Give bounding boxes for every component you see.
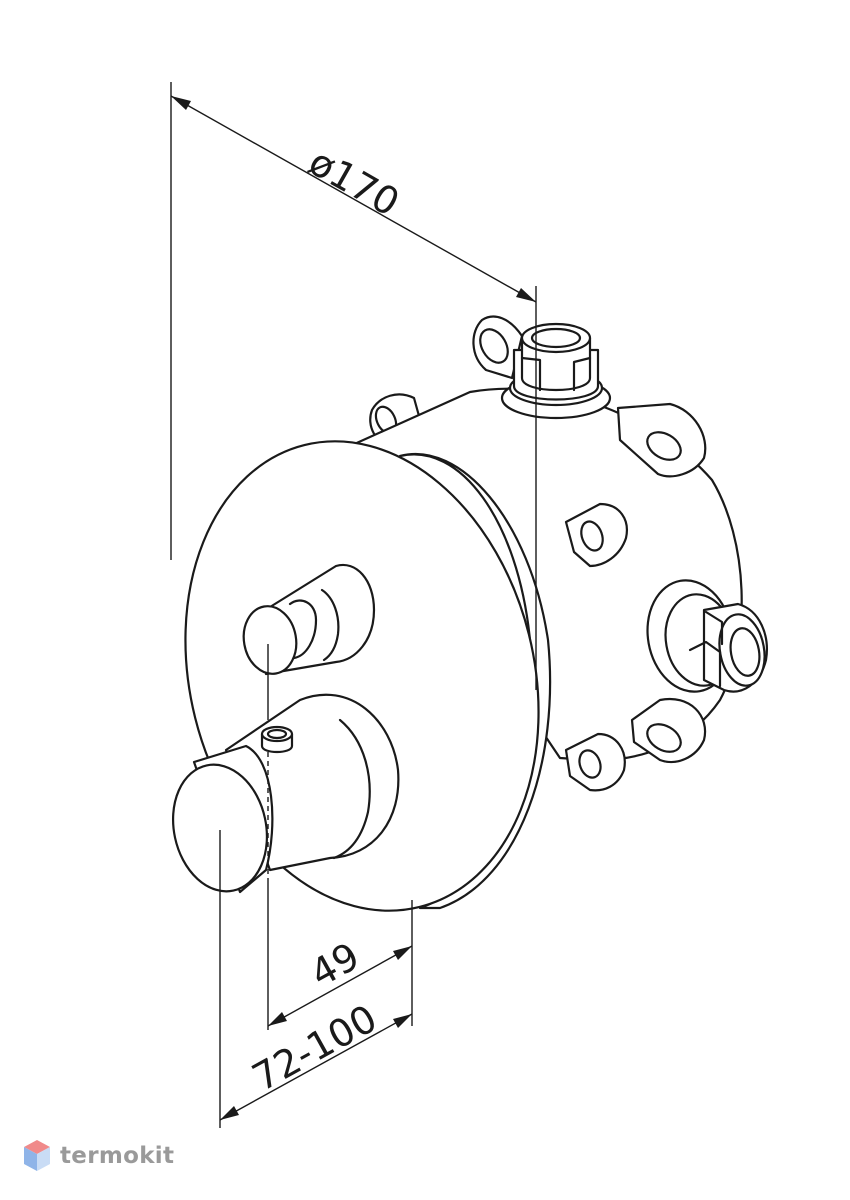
side-boss (564, 502, 628, 568)
side-port (646, 579, 768, 693)
diverter-knob (242, 563, 376, 676)
arrowhead (393, 946, 412, 960)
cube-logo-icon (24, 1140, 50, 1171)
arrowhead (516, 288, 536, 302)
mounting-lug-lower-left (564, 732, 626, 792)
diameter-label: ø170 (302, 140, 407, 225)
arrowhead (220, 1106, 239, 1120)
arrowhead (393, 1014, 412, 1028)
stop-pin (260, 725, 294, 754)
mounting-lug-top (472, 315, 524, 380)
mixer-body (348, 315, 768, 792)
top-port (500, 322, 612, 420)
depth-range-label: 72-100 (245, 996, 384, 1100)
arrowhead (171, 96, 191, 110)
watermark: termokit (22, 1138, 174, 1174)
mounting-lug-lower-right (630, 697, 707, 764)
thermostat-handle (171, 693, 400, 894)
arrowhead (268, 1012, 287, 1026)
mounting-lug-upper-right (616, 402, 707, 478)
watermark-brand-text: termokit (60, 1143, 175, 1169)
depth-min-label: 49 (303, 934, 367, 996)
